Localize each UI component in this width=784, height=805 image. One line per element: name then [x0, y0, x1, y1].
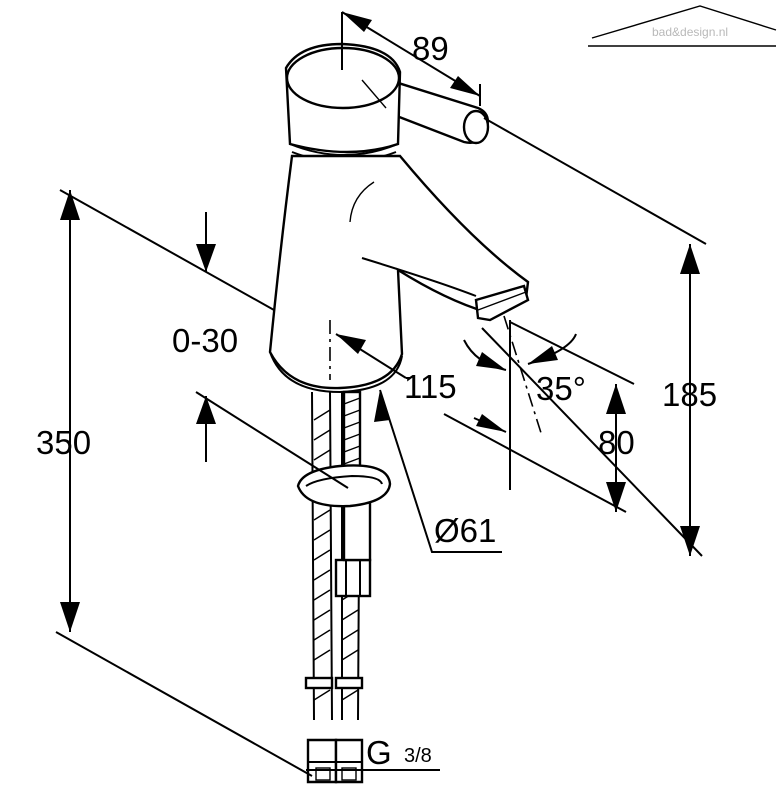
supply-hoses [296, 390, 392, 784]
faucet-body [268, 42, 530, 394]
label-35-deg: 35° [536, 370, 586, 407]
label-350: 350 [36, 424, 91, 461]
watermark-text: bad&design.nl [652, 25, 728, 39]
label-115: 115 [404, 368, 457, 405]
label-0-30: 0-30 [172, 322, 238, 359]
label-thread-fraction: 3/8 [404, 745, 432, 767]
dimension-lines [55, 11, 707, 777]
dimension-labels: 89 185 0-30 115 35° 80 350 Ø61 G 3/8 [36, 30, 717, 771]
label-thread-g: G [366, 734, 392, 771]
label-80: 80 [598, 424, 635, 461]
label-185: 185 [662, 376, 717, 413]
label-89: 89 [412, 30, 449, 67]
label-diameter-61: Ø61 [434, 512, 496, 549]
watermark-logo: bad&design.nl [588, 5, 777, 47]
